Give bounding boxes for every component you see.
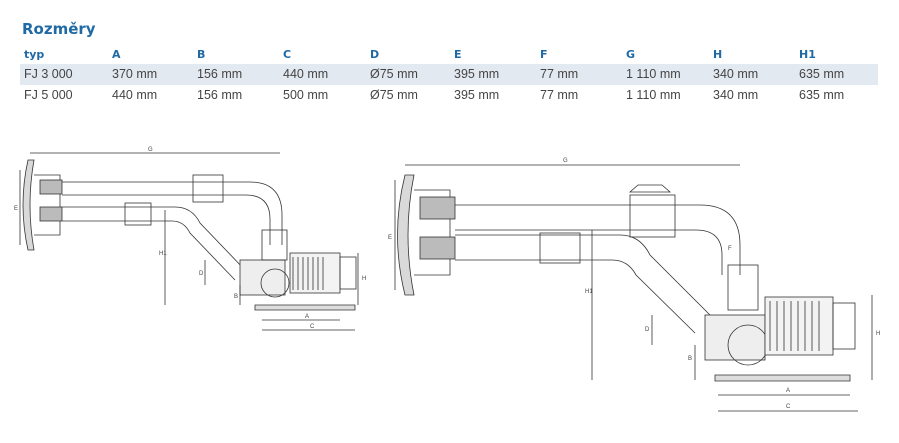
table-cell: Ø75 mm [370, 67, 418, 81]
pump-pre-filter [261, 229, 288, 261]
label-c: C [310, 324, 315, 330]
valve-lower [124, 202, 152, 226]
label-h: H [362, 276, 366, 282]
pipe-lower-inner [455, 259, 696, 334]
header-g: G [626, 48, 636, 61]
motor-fan-cover [832, 302, 856, 350]
wall-flange [414, 189, 451, 276]
label-e: E [14, 206, 18, 212]
table-row: FJ 3 000 370 mm 156 mm 440 mm Ø75 mm 395… [20, 64, 878, 85]
table-cell: FJ 5 000 [24, 88, 73, 102]
drawing-large: G E F H1 D B H A C [388, 158, 880, 412]
pump-pre-filter [727, 264, 759, 311]
label-f: F [728, 246, 732, 252]
header-b: B [197, 48, 206, 61]
wall-plate [22, 159, 35, 251]
table-cell: 77 mm [540, 67, 579, 81]
label-a: A [305, 314, 309, 320]
nozzle-bottom [419, 236, 456, 260]
table-cell: 370 mm [112, 67, 158, 81]
header-h1: H1 [799, 48, 816, 61]
table-cell: 395 mm [454, 88, 500, 102]
table-row: FJ 5 000 440 mm 156 mm 500 mm Ø75 mm 395… [20, 85, 878, 106]
table-cell: 500 mm [283, 88, 329, 102]
table-cell: 156 mm [197, 88, 243, 102]
nozzle-top [39, 179, 63, 195]
header-h: H [713, 48, 723, 61]
header-c: C [283, 48, 292, 61]
motor [764, 296, 834, 356]
table-cell: 340 mm [713, 67, 759, 81]
table-cell: 635 mm [799, 67, 845, 81]
valve-lower [539, 232, 581, 264]
table-cell: 440 mm [112, 88, 158, 102]
table-cell: 635 mm [799, 88, 845, 102]
label-e: E [388, 235, 392, 241]
label-b: B [234, 294, 238, 300]
label-d: D [645, 327, 650, 333]
label-d: D [199, 271, 204, 277]
header-d: D [370, 48, 380, 61]
motor-fins [769, 301, 820, 351]
label-b: B [688, 356, 692, 362]
pipe-upper-inner [62, 194, 271, 245]
motor-fan-cover [339, 256, 357, 290]
table-header-row: typ A B C D E F G H H1 [20, 44, 878, 64]
label-h: H [876, 331, 880, 337]
label-a: A [786, 388, 790, 394]
nozzle-top [419, 196, 456, 220]
table-cell: FJ 3 000 [24, 67, 73, 81]
table-cell: 1 110 mm [626, 67, 681, 81]
technical-drawings: G E H1 D B H A C [14, 147, 880, 412]
table-cell: 440 mm [283, 67, 329, 81]
pipe-lower [455, 234, 711, 316]
valve-upper-handle [628, 184, 672, 193]
pipe-upper-inner [455, 229, 723, 275]
pump-volute [260, 268, 290, 298]
label-g: G [148, 147, 153, 153]
base-plate [254, 304, 356, 311]
table-cell: 1 110 mm [626, 88, 681, 102]
dimensions-table: typ A B C D E F G H H1 FJ 3 000 370 mm 1… [20, 44, 878, 106]
table-cell: 156 mm [197, 67, 243, 81]
header-typ: typ [24, 48, 45, 61]
table-cell: 77 mm [540, 88, 579, 102]
header-f: F [540, 48, 548, 61]
pipe-upper [62, 181, 283, 245]
table-cell: 395 mm [454, 67, 500, 81]
base-plate [714, 374, 851, 382]
wall-plate [397, 174, 415, 296]
label-g: G [563, 158, 568, 164]
nozzle-bottom [39, 206, 63, 222]
valve-upper [192, 174, 224, 203]
wall-flange [34, 174, 61, 236]
drawing-small: G E H1 D B H A C [14, 147, 366, 331]
table-cell: 340 mm [713, 88, 759, 102]
label-c: C [786, 404, 791, 410]
table-cell: Ø75 mm [370, 88, 418, 102]
valve-upper [629, 194, 676, 238]
pump-housing [704, 314, 766, 361]
label-h1: H1 [159, 251, 167, 257]
header-a: A [112, 48, 121, 61]
pipe-upper [455, 204, 741, 275]
header-e: E [454, 48, 462, 61]
section-title: Rozměry [22, 20, 96, 38]
motor [289, 252, 341, 294]
label-h1: H1 [585, 289, 593, 295]
pipe-lower-inner [62, 220, 236, 281]
motor-fins [292, 257, 324, 290]
pipe-lower [62, 206, 246, 271]
